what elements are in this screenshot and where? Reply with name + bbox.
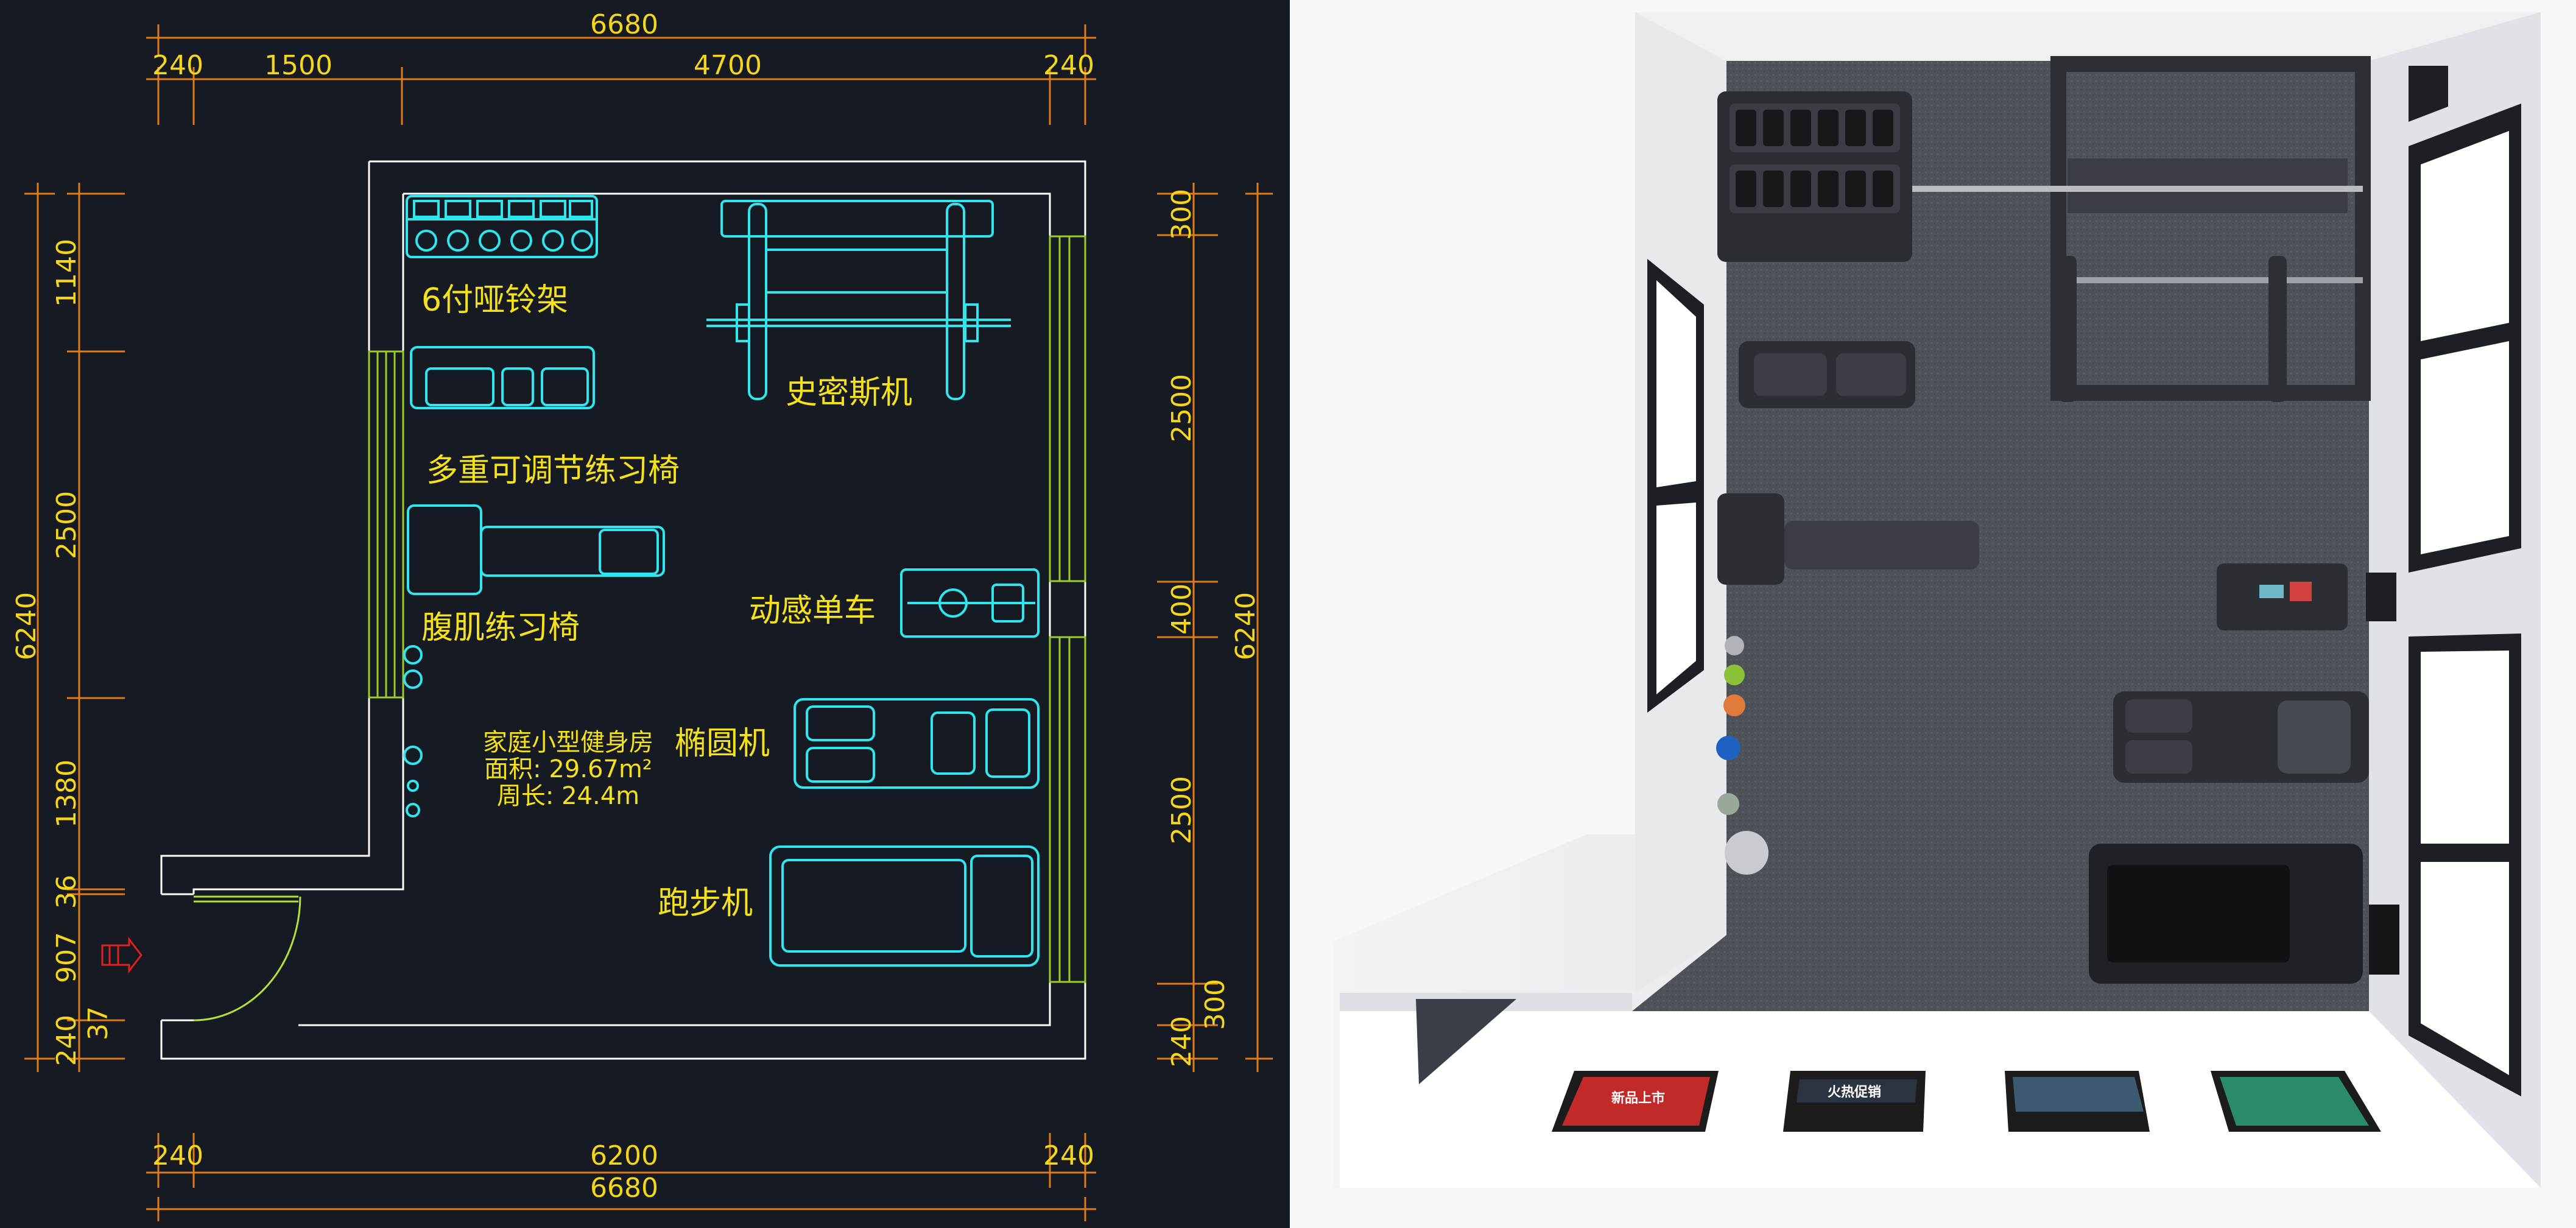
- dim-right-seg-2: 2500: [1166, 374, 1197, 442]
- left-window: [1647, 259, 1704, 713]
- render-dumbbell-rack: [1717, 91, 1912, 262]
- room-area: 面积: 29.67m²: [484, 755, 652, 783]
- treadmill-icon: [769, 845, 1040, 967]
- dim-left-seg-7: 37: [83, 1006, 114, 1040]
- dim-right-seg-6: 240: [1166, 1016, 1197, 1067]
- right-window-lower: [2409, 633, 2521, 1096]
- corridor-window: [1416, 999, 1516, 1084]
- render-poster-1: 新品上市: [1552, 1071, 1719, 1132]
- dim-top-seg-4: 240: [1043, 50, 1094, 81]
- dim-left-total: 6240: [11, 592, 42, 660]
- dim-right-seg-1: 300: [1166, 189, 1197, 240]
- poster-1-text: 新品上市: [1611, 1090, 1665, 1106]
- dim-right-total: 6240: [1230, 592, 1261, 660]
- render-poster-4: [2211, 1071, 2381, 1132]
- render-poster-2: 火热促销: [1783, 1071, 1926, 1132]
- windows: [368, 235, 1086, 983]
- dim-left-seg-2: 2500: [51, 491, 82, 559]
- dim-left-seg-3: 1380: [51, 760, 82, 828]
- room-perimeter: 周长: 24.4m: [497, 782, 639, 810]
- render-treadmill: [2089, 844, 2399, 984]
- accessory-balls-icon: [403, 645, 423, 817]
- dim-top-seg-1: 240: [152, 50, 203, 81]
- dumbbell-rack-icon: [406, 195, 598, 258]
- label-dumbbell-rack: 6付哑铃架: [421, 282, 568, 319]
- elliptical-icon: [794, 698, 1040, 789]
- poster-2-text: 火热促销: [1828, 1084, 1881, 1100]
- label-treadmill: 跑步机: [658, 885, 753, 922]
- label-spin-bike: 动感单车: [749, 593, 876, 629]
- dim-top-seg-3: 4700: [694, 50, 762, 81]
- entry-arrow-icon: [101, 936, 143, 974]
- dim-bottom-seg-2: 6200: [590, 1140, 658, 1171]
- 3d-render: 新品上市 火热促销: [1290, 0, 2576, 1228]
- label-adjustable-bench: 多重可调节练习椅: [426, 453, 680, 489]
- ab-bench-icon: [407, 504, 665, 595]
- label-elliptical: 椭圆机: [675, 725, 770, 762]
- corridor-floor: [1340, 993, 2541, 1188]
- dim-top-total: 6680: [590, 9, 658, 40]
- dim-bottom-total: 6680: [590, 1173, 658, 1204]
- render-medicine-balls: [1716, 636, 1768, 875]
- render-elliptical: [2113, 691, 2369, 783]
- render-spin-bike: [2217, 563, 2396, 630]
- dim-right-seg-4: 2500: [1166, 776, 1197, 844]
- dim-left-seg-5: 907: [51, 932, 82, 983]
- entry-door: [193, 895, 301, 1022]
- spin-bike-icon: [900, 568, 1040, 638]
- cad-floor-plan: 6680 240 1500 4700 240 240 6200 240 6680…: [0, 0, 1290, 1228]
- label-smith-machine: 史密斯机: [786, 375, 912, 411]
- render-adjustable-bench: [1739, 341, 1915, 408]
- dim-left-seg-4: 36: [51, 875, 82, 909]
- dim-right-seg-5: 300: [1200, 979, 1231, 1030]
- dimension-lines: [24, 24, 1273, 1221]
- render-smith-machine: [1912, 56, 2371, 402]
- render-poster-3: [2005, 1071, 2150, 1132]
- room-name: 家庭小型健身房: [483, 729, 653, 757]
- equipment-outlines: [403, 195, 1040, 967]
- dim-top-seg-2: 1500: [264, 50, 333, 81]
- dim-bottom-seg-3: 240: [1043, 1140, 1094, 1171]
- label-ab-bench: 腹肌练习椅: [421, 610, 580, 646]
- smith-machine-icon: [706, 200, 1011, 400]
- right-window-upper: [2409, 104, 2521, 573]
- top-wall-face: [1635, 12, 2541, 61]
- adjustable-bench-icon: [410, 346, 595, 409]
- render-ab-bench: [1717, 493, 1979, 585]
- dim-right-seg-3: 400: [1166, 584, 1197, 635]
- dim-left-seg-6: 240: [51, 1015, 82, 1066]
- plan-background: [0, 0, 1290, 1228]
- dim-bottom-seg-1: 240: [152, 1140, 203, 1171]
- dim-left-seg-1: 1140: [51, 239, 82, 307]
